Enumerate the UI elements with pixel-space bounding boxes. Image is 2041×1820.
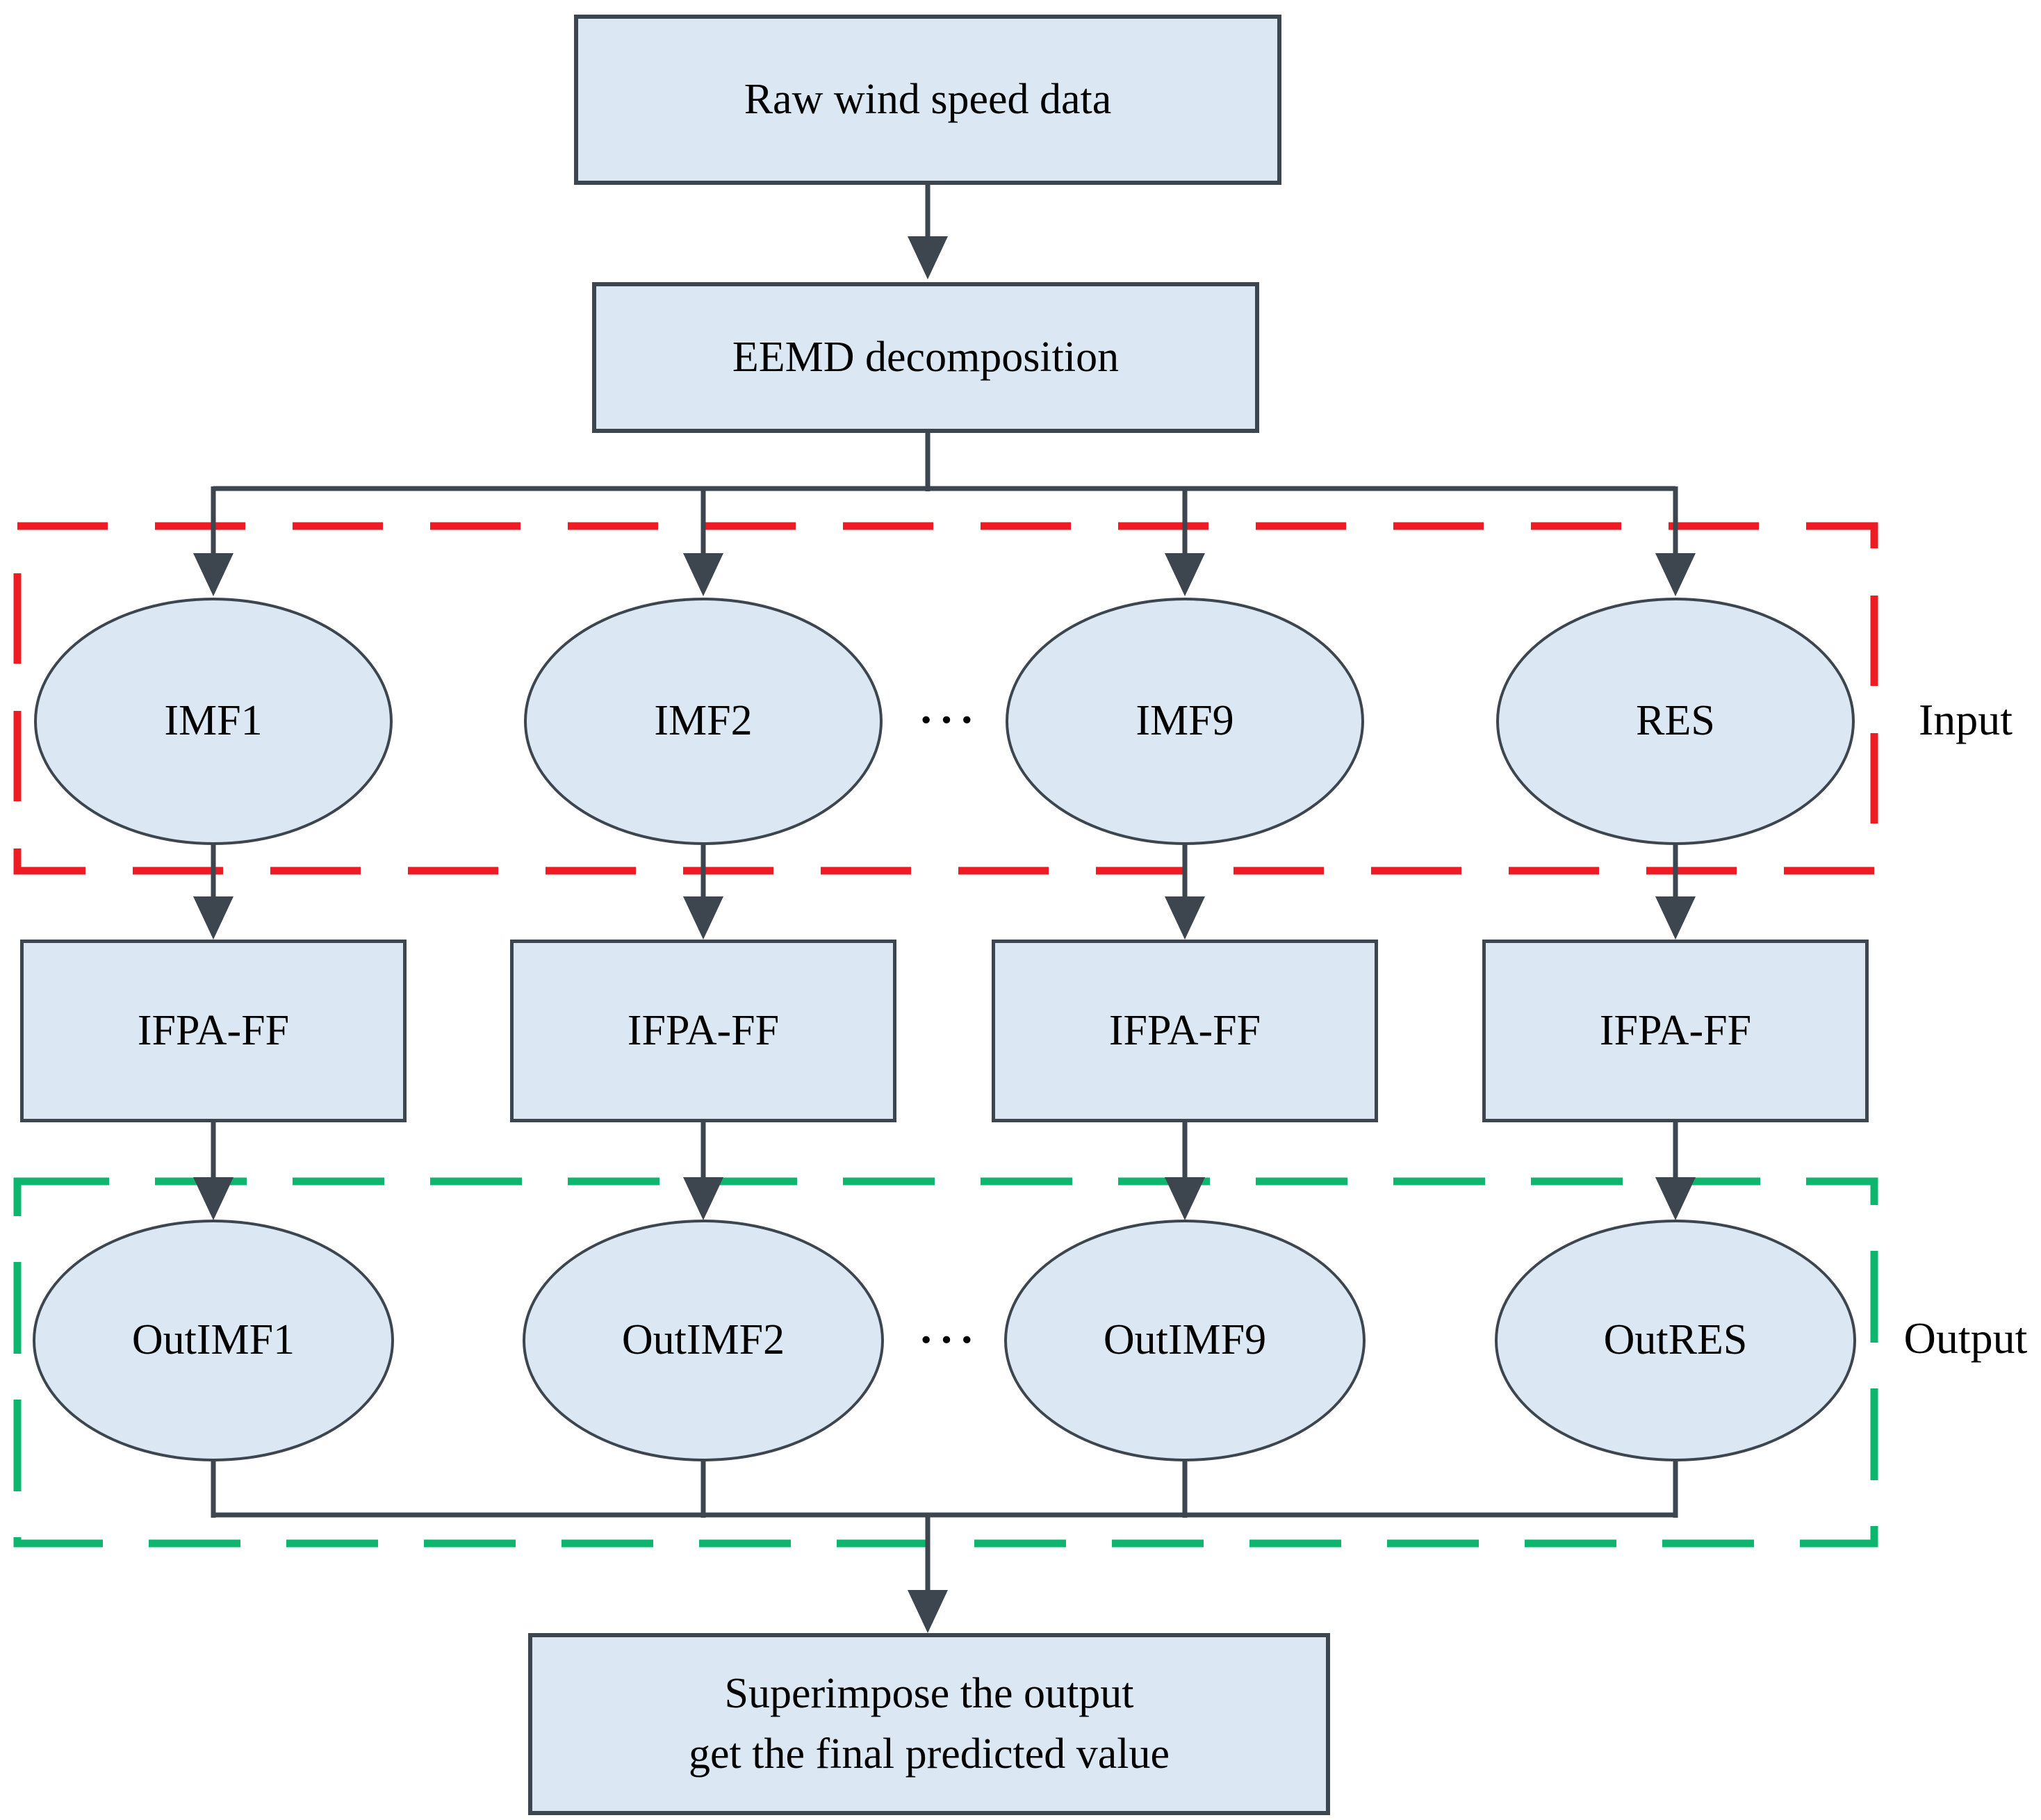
arrow-raw-to-eemd (908, 185, 948, 279)
input-node-label: RES (1636, 697, 1715, 745)
final-result-box: Superimpose the output get the final pre… (528, 1633, 1330, 1815)
input-node-imf9: IMF9 (1006, 598, 1364, 845)
output-node-outimf1: OutIMF1 (33, 1220, 394, 1461)
arrow-imf1-to-model (193, 844, 233, 940)
arrow-imf9-to-model (1165, 844, 1205, 940)
arrow-model-to-outimf2 (683, 1122, 723, 1220)
final-box-line2: get the final predicted value (688, 1730, 1170, 1778)
output-node-outres: OutRES (1495, 1220, 1856, 1461)
arrow-imf2-to-model (683, 844, 723, 940)
ellipsis-text: ··· (918, 1315, 981, 1364)
model-box-label: IFPA-FF (1108, 1006, 1261, 1054)
model-box-label: IFPA-FF (627, 1006, 780, 1054)
output-node-outimf9: OutIMF9 (1004, 1220, 1366, 1461)
output-group-text: Output (1903, 1313, 2028, 1363)
arrow-to-imf1 (193, 486, 233, 596)
input-node-label: IMF9 (1136, 697, 1234, 745)
model-box-1: IFPA-FF (20, 940, 407, 1122)
raw-data-label: Raw wind speed data (744, 75, 1112, 123)
eemd-box: EEMD decomposition (592, 282, 1259, 433)
output-row-ellipsis: ··· (891, 1298, 1002, 1382)
output-node-label: OutIMF1 (131, 1316, 295, 1364)
arrow-to-imf9 (1165, 486, 1205, 596)
input-node-imf1: IMF1 (34, 598, 393, 845)
arrow-to-res (1655, 486, 1696, 596)
input-node-label: IMF2 (654, 697, 753, 745)
model-box-4: IFPA-FF (1482, 940, 1869, 1122)
model-box-2: IFPA-FF (510, 940, 896, 1122)
final-box-line1: Superimpose the output (724, 1670, 1134, 1718)
arrow-to-final (908, 1515, 948, 1633)
arrow-model-to-outimf9 (1165, 1122, 1205, 1220)
output-node-label: OutRES (1603, 1316, 1748, 1364)
output-node-label: OutIMF9 (1103, 1316, 1267, 1364)
model-box-label: IFPA-FF (1599, 1006, 1752, 1054)
input-node-res: RES (1496, 598, 1855, 845)
input-group-text: Input (1918, 695, 2013, 744)
eemd-label: EEMD decomposition (732, 333, 1120, 381)
output-node-outimf2: OutIMF2 (523, 1220, 884, 1461)
arrow-to-imf2 (683, 486, 723, 596)
input-row-ellipsis: ··· (891, 678, 1002, 762)
output-node-label: OutIMF2 (621, 1316, 785, 1364)
output-group-label: Output (1890, 1311, 2041, 1366)
model-box-label: IFPA-FF (137, 1006, 290, 1054)
input-node-imf2: IMF2 (524, 598, 883, 845)
raw-data-box: Raw wind speed data (574, 15, 1281, 185)
input-node-label: IMF1 (164, 697, 263, 745)
arrow-res-to-model (1655, 844, 1696, 940)
arrow-model-to-outimf1 (193, 1122, 233, 1220)
input-group-label: Input (1890, 692, 2041, 748)
model-box-3: IFPA-FF (992, 940, 1378, 1122)
ellipsis-text: ··· (918, 695, 981, 744)
arrow-model-to-outres (1655, 1122, 1696, 1220)
